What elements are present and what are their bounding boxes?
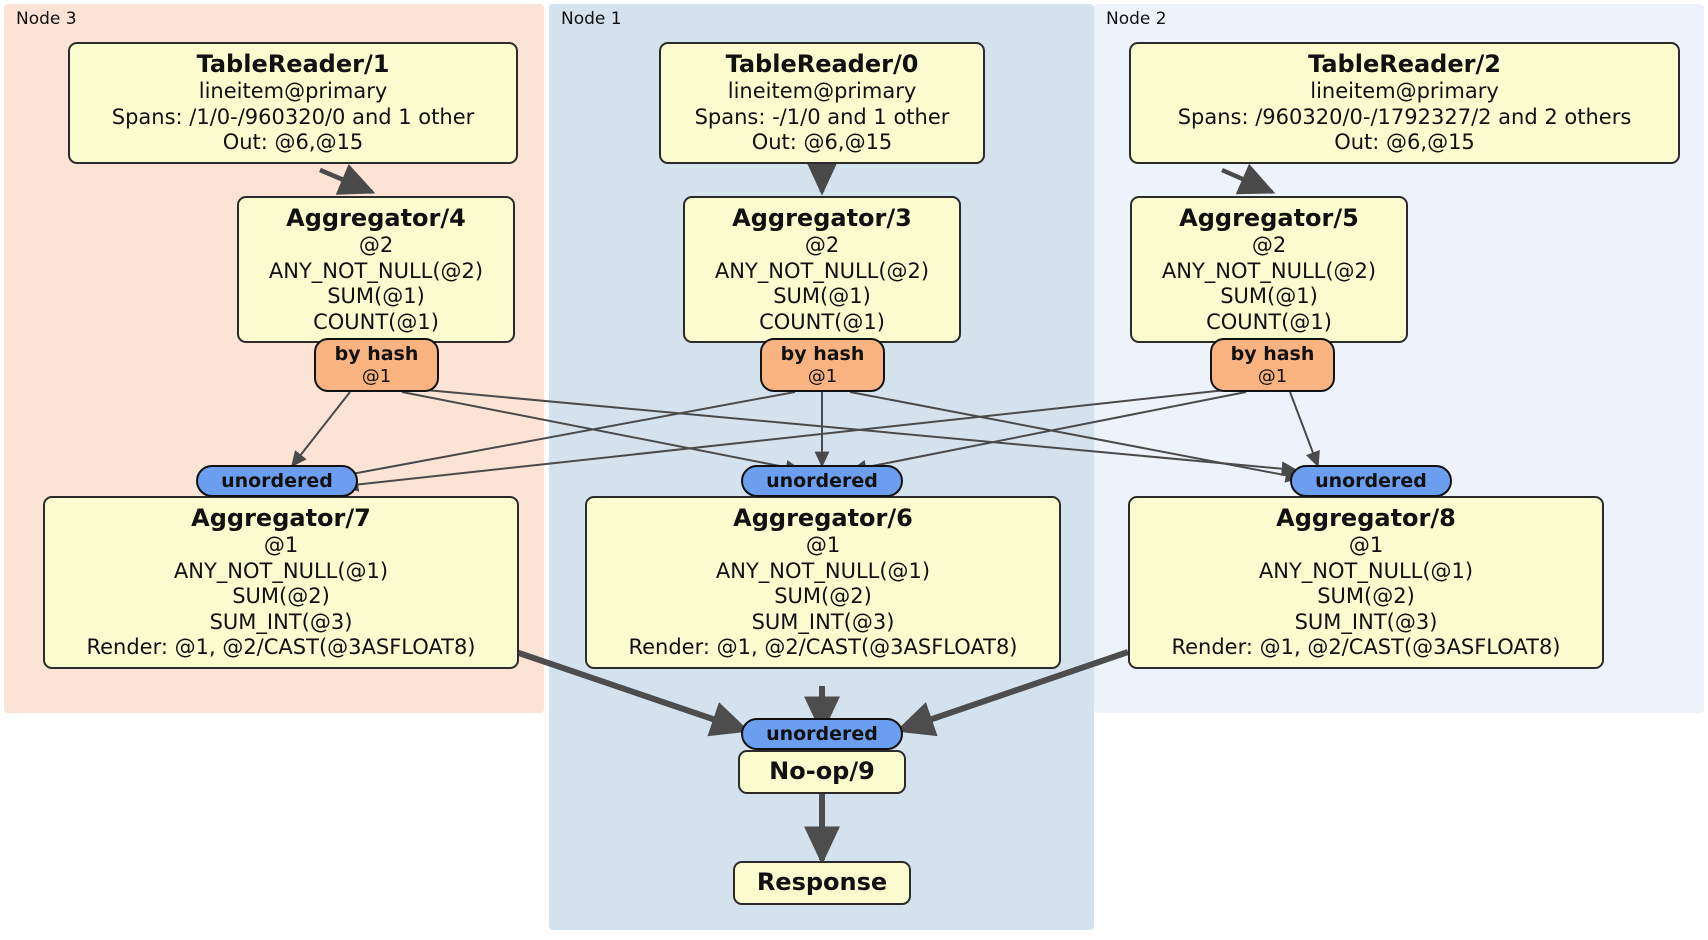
output-router-by-hash-right[interactable]: by hash @1 [1210,338,1335,392]
router-label: unordered [1315,470,1427,492]
processor-line: SUM(@2) [774,584,872,608]
processor-tablereader-0[interactable]: TableReader/0 lineitem@primary Spans: -/… [659,42,985,164]
input-sync-unordered-left[interactable]: unordered [196,465,358,497]
processor-title: Aggregator/8 [1276,504,1456,532]
processor-line: lineitem@primary [1310,79,1499,103]
node-panel-label-node3: Node 3 [16,9,77,29]
processor-line: Spans: -/1/0 and 1 other [694,104,950,129]
processor-title: Aggregator/6 [733,504,913,532]
router-label: unordered [766,470,878,492]
processor-line: ANY_NOT_NULL(@2) [1161,258,1377,283]
processor-line: @1 [1348,533,1384,557]
processor-line: @2 [1251,233,1287,257]
processor-aggregator-5[interactable]: Aggregator/5 @2 ANY_NOT_NULL(@2) SUM(@1)… [1130,196,1408,343]
input-sync-unordered-final[interactable]: unordered [741,718,903,750]
processor-line: @2 [358,233,394,257]
output-router-by-hash-left[interactable]: by hash @1 [314,338,439,392]
processor-line: COUNT(@1) [1206,309,1332,334]
processor-aggregator-7[interactable]: Aggregator/7 @1 ANY_NOT_NULL(@1) SUM(@2)… [43,496,519,669]
processor-line: Render: @1, @2/CAST(@3ASFLOAT8) [86,635,476,659]
processor-title: Aggregator/7 [191,504,371,532]
router-column: @1 [807,366,838,387]
processor-line: ANY_NOT_NULL(@1) [173,558,389,583]
processor-title: TableReader/2 [1308,50,1501,78]
processor-line: COUNT(@1) [313,309,439,334]
processor-title: Response [756,868,888,896]
processor-line: Render: @1, @2/CAST(@3ASFLOAT8) [1171,635,1561,659]
processor-line: SUM(@1) [327,284,425,308]
processor-line: ANY_NOT_NULL(@1) [715,558,931,583]
processor-response[interactable]: Response [733,861,911,905]
processor-line: SUM_INT(@3) [209,609,353,634]
processor-tablereader-2[interactable]: TableReader/2 lineitem@primary Spans: /9… [1129,42,1680,164]
router-label: by hash [1230,343,1315,365]
processor-line: Out: @6,@15 [751,130,893,154]
processor-line: @2 [804,233,840,257]
processor-line: SUM_INT(@3) [751,609,895,634]
processor-line: lineitem@primary [727,79,917,103]
router-label: unordered [221,470,333,492]
processor-title: Aggregator/5 [1179,204,1359,232]
processor-line: SUM(@2) [1317,584,1415,608]
processor-line: lineitem@primary [198,79,388,103]
processor-tablereader-1[interactable]: TableReader/1 lineitem@primary Spans: /1… [68,42,518,164]
processor-title: Aggregator/4 [286,204,466,232]
processor-line: @1 [805,533,841,557]
processor-aggregator-8[interactable]: Aggregator/8 @1 ANY_NOT_NULL(@1) SUM(@2)… [1128,496,1604,669]
processor-line: Out: @6,@15 [1334,130,1475,154]
processor-line: SUM(@1) [1220,284,1318,308]
output-router-by-hash-mid[interactable]: by hash @1 [760,338,885,392]
processor-title: No-op/9 [769,757,875,785]
processor-line: @1 [263,533,299,557]
processor-line: Out: @6,@15 [222,130,364,154]
processor-title: Aggregator/3 [732,204,912,232]
processor-aggregator-6[interactable]: Aggregator/6 @1 ANY_NOT_NULL(@1) SUM(@2)… [585,496,1061,669]
processor-aggregator-3[interactable]: Aggregator/3 @2 ANY_NOT_NULL(@2) SUM(@1)… [683,196,961,343]
processor-line: COUNT(@1) [759,309,885,334]
processor-line: SUM_INT(@3) [1294,609,1438,634]
processor-title: TableReader/1 [196,50,390,78]
processor-line: SUM(@1) [773,284,871,308]
processor-aggregator-4[interactable]: Aggregator/4 @2 ANY_NOT_NULL(@2) SUM(@1)… [237,196,515,343]
processor-line: SUM(@2) [232,584,330,608]
router-label: by hash [334,343,419,365]
node-panel-label-node1: Node 1 [561,9,622,29]
input-sync-unordered-mid[interactable]: unordered [741,465,903,497]
processor-line: Spans: /1/0-/960320/0 and 1 other [111,104,475,129]
processor-line: ANY_NOT_NULL(@2) [268,258,484,283]
router-label: by hash [780,343,865,365]
processor-line: Spans: /960320/0-/1792327/2 and 2 others [1177,104,1632,129]
processor-line: ANY_NOT_NULL(@2) [714,258,930,283]
node-panel-label-node2: Node 2 [1106,9,1167,29]
processor-line: ANY_NOT_NULL(@1) [1258,558,1474,583]
input-sync-unordered-right[interactable]: unordered [1290,465,1452,497]
router-label: unordered [766,723,878,745]
router-column: @1 [1257,366,1288,387]
processor-title: TableReader/0 [725,50,919,78]
router-column: @1 [361,366,392,387]
processor-noop-9[interactable]: No-op/9 [738,750,906,794]
processor-line: Render: @1, @2/CAST(@3ASFLOAT8) [628,635,1018,659]
